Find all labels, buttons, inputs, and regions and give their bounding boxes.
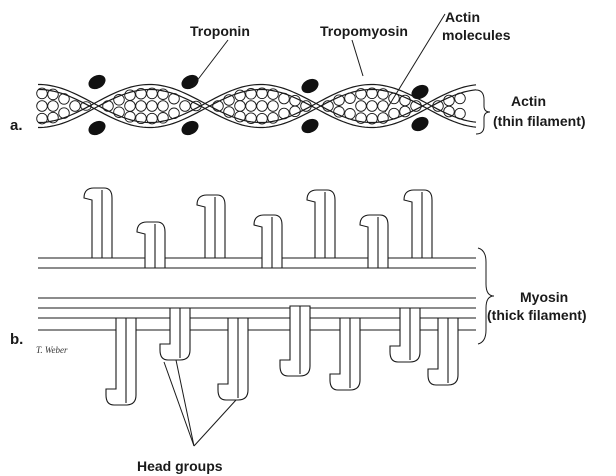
actin-molecule (356, 101, 367, 112)
myosin-head (307, 190, 335, 258)
actin-molecule (301, 101, 312, 112)
actin-molecule (37, 101, 48, 112)
actin-molecule (136, 101, 147, 112)
myosin-head (390, 308, 420, 362)
troponin-blob (299, 76, 321, 96)
actin-molecule (103, 101, 114, 112)
actin-filament-label-line2: (thin filament) (493, 113, 586, 129)
myosin-head (330, 318, 360, 390)
actin-molecule (180, 101, 191, 112)
troponin-blob (179, 72, 201, 92)
actin-molecule (147, 101, 158, 112)
myosin-filament-label-line2: (thick filament) (487, 307, 587, 323)
myosin-filament-bracket (478, 248, 494, 344)
myosin-head-groups (84, 188, 458, 405)
troponin-blob (299, 116, 321, 136)
actin-molecule (158, 101, 169, 112)
actin-molecule (290, 95, 301, 106)
myosin-head (404, 190, 432, 258)
actin-filament-bracket (476, 90, 490, 134)
actin-molecule (268, 101, 279, 112)
actin-molecule (70, 101, 81, 112)
myosin-head (197, 195, 225, 258)
tropomyosin-leader-line (352, 40, 363, 76)
actin-molecule (246, 101, 257, 112)
myosin-head (137, 222, 165, 268)
troponin-blob (409, 82, 431, 102)
tropomyosin-label: Tropomyosin (320, 23, 408, 39)
myosin-head (106, 318, 136, 405)
myosin-head (280, 306, 310, 376)
troponin-blob (86, 72, 108, 92)
actin-molecules-label-line2: molecules (442, 27, 511, 43)
myosin-head (360, 215, 388, 268)
troponin-label: Troponin (190, 23, 250, 39)
myosin-head (428, 318, 458, 385)
troponin-blob (86, 118, 108, 138)
actin-molecule (235, 101, 246, 112)
head-group-leader-3 (194, 400, 236, 446)
actin-molecule (48, 101, 59, 112)
myosin-filament-label-line1: Myosin (520, 289, 568, 305)
troponin-blob (179, 118, 201, 138)
part-b-letter: b. (10, 331, 23, 348)
actin-molecule (125, 101, 136, 112)
troponin-blob (409, 114, 431, 134)
artist-signature: T. Weber (36, 345, 68, 355)
part-a-letter: a. (10, 117, 23, 134)
actin-molecule-beads (37, 88, 466, 124)
myosin-head (84, 188, 112, 258)
head-groups-label: Head groups (137, 458, 223, 474)
actin-thin-filament (37, 72, 476, 138)
actin-molecule (257, 101, 268, 112)
myosin-head (254, 215, 282, 268)
troponin-leader-line (193, 40, 228, 86)
myosin-thick-filament (38, 188, 476, 405)
actin-molecule (367, 101, 378, 112)
myosin-head (160, 308, 190, 360)
actin-molecules-label-line1: Actin (445, 9, 480, 25)
actin-molecule (290, 106, 301, 117)
actin-filament-label-line1: Actin (511, 93, 546, 109)
